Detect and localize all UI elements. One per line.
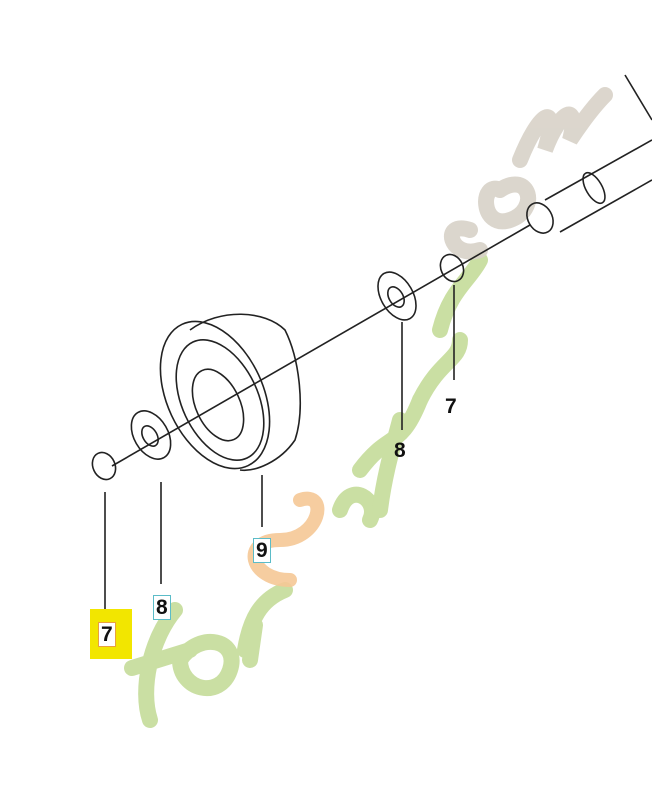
circlip-left — [91, 451, 117, 481]
callout-8-top[interactable]: 8 — [394, 439, 406, 462]
callout-9[interactable]: 9 — [253, 538, 271, 563]
callout-8-bottom[interactable]: 8 — [153, 595, 171, 620]
axis-line — [111, 224, 531, 467]
circlip-right — [439, 253, 465, 283]
callout-7-top[interactable]: 7 — [445, 395, 457, 418]
washer-left — [130, 410, 172, 460]
shaft — [526, 74, 652, 234]
parts-lines — [91, 74, 652, 614]
washer-right — [377, 271, 417, 321]
wheel — [159, 313, 301, 472]
callout-7-bottom[interactable]: 7 — [98, 622, 116, 647]
watermark — [124, 87, 613, 728]
